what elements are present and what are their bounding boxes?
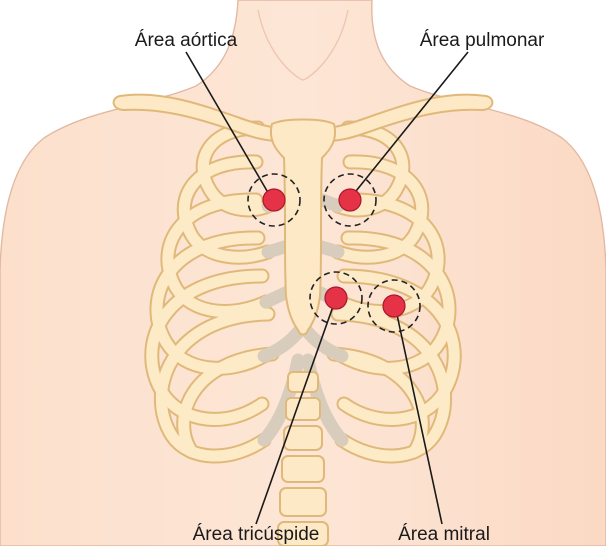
aortic-area-label: Área aórtica	[135, 30, 238, 51]
aortic-point	[263, 189, 285, 211]
pulmonary-area-label: Área pulmonar	[420, 30, 545, 51]
mitral-point	[383, 295, 405, 317]
tricuspid-point	[325, 287, 347, 309]
pulmonary-point	[339, 189, 361, 211]
mitral-area-label: Área mitral	[398, 524, 490, 545]
tricuspid-area-label: Área tricúspide	[193, 524, 320, 545]
